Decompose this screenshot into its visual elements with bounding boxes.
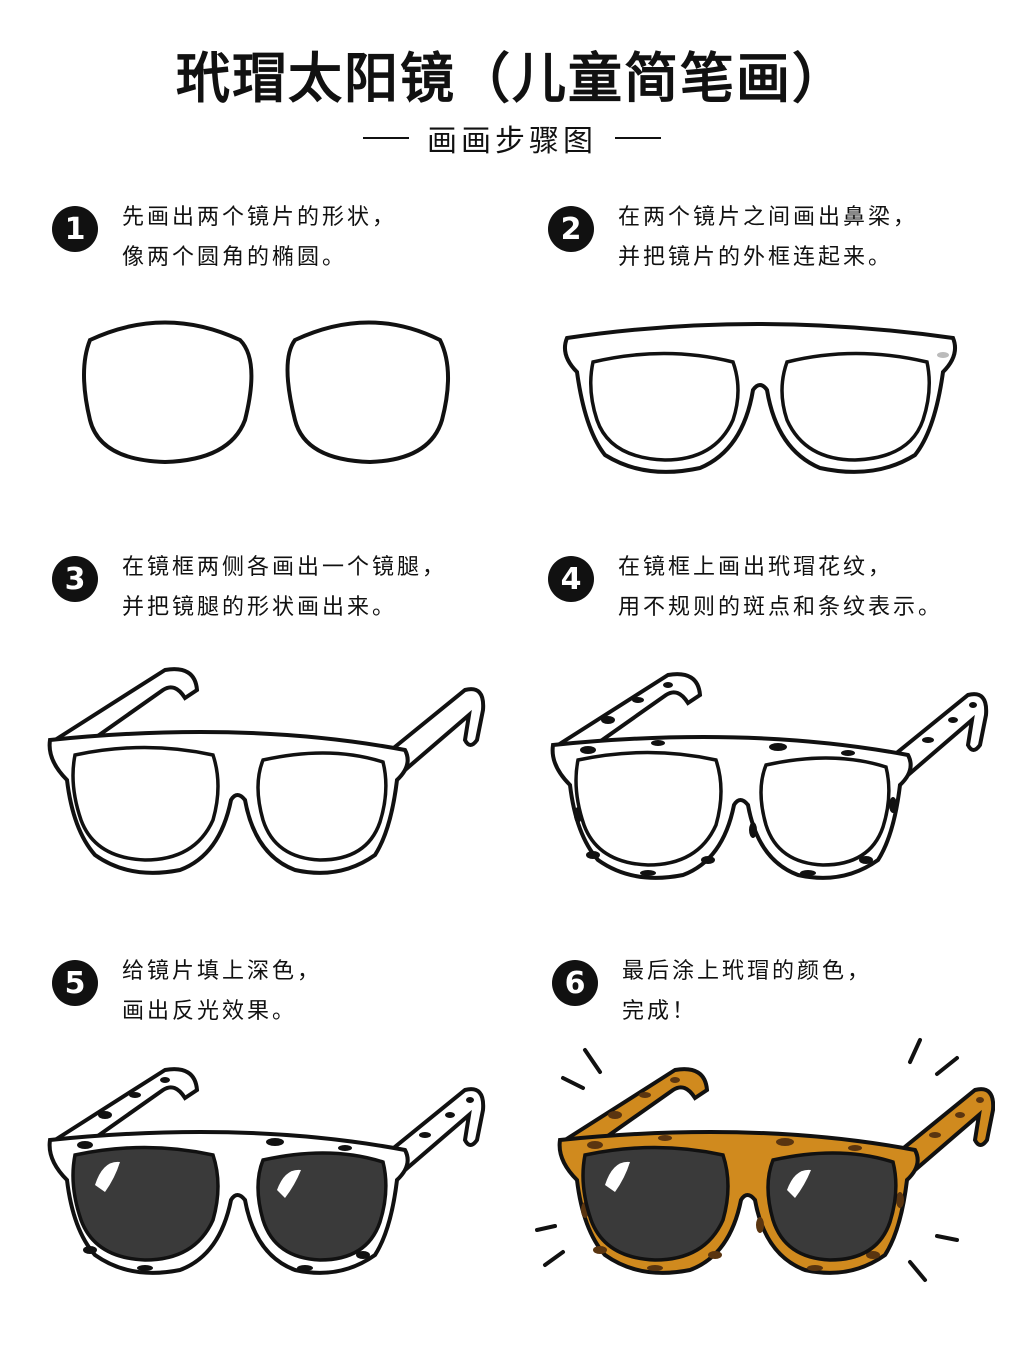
step-instruction: 给镜片填上深色， 画出反光效果。 (122, 952, 322, 1032)
step-line-2: 并把镜片的外框连起来。 (618, 245, 894, 270)
step-line-1: 在两个镜片之间画出鼻梁， (618, 205, 919, 230)
right-dark-lens (256, 1151, 388, 1262)
right-temple (884, 692, 989, 778)
left-temple (49, 1067, 200, 1148)
left-lens-outline (82, 320, 254, 465)
rivet-highlight (937, 352, 949, 358)
step-instruction: 先画出两个镜片的形状， 像两个圆角的椭圆。 (122, 198, 397, 278)
step-number-badge: 6 (552, 960, 598, 1006)
left-lens-glare (95, 1161, 120, 1192)
step-number-badge: 4 (548, 556, 594, 602)
tortoise-spots (77, 1077, 474, 1271)
step-line-2: 画出反光效果。 (122, 999, 298, 1024)
step-line-1: 先画出两个镜片的形状， (122, 205, 398, 230)
right-temple (891, 1087, 995, 1173)
step-1-lenses-drawing (82, 320, 450, 465)
step-5-dark-lens-glasses (47, 1067, 486, 1275)
step-line-2: 像两个圆角的椭圆。 (122, 245, 348, 270)
step-line-2: 并把镜腿的形状画出来。 (122, 595, 398, 620)
step-instruction: 在镜框两侧各画出一个镜腿， 并把镜腿的形状画出来。 (122, 548, 447, 628)
step-number-badge: 2 (548, 206, 594, 252)
step-3-glasses-with-temples (47, 667, 486, 875)
sparkle-lines (535, 1038, 959, 1282)
right-dark-lens (766, 1151, 898, 1262)
step-line-2: 用不规则的斑点和条纹表示。 (618, 595, 944, 620)
step-4-patterned-glasses (550, 672, 989, 880)
page-title: 玳瑁太阳镜（儿童简笔画） (176, 47, 848, 110)
step-line-2: 完成！ (622, 999, 698, 1024)
step-instruction: 在镜框上画出玳瑁花纹， 用不规则的斑点和条纹表示。 (618, 548, 943, 628)
left-temple (49, 667, 200, 748)
step-6-finished-tortoise-glasses (535, 1038, 995, 1282)
left-lens-glare (605, 1161, 630, 1192)
tortoise-spots (581, 1077, 984, 1271)
left-lens-opening (589, 351, 740, 462)
left-temple (552, 672, 703, 753)
left-temple (559, 1067, 710, 1148)
step-number-badge: 5 (52, 960, 98, 1006)
step-line-1: 在镜框上画出玳瑁花纹， (618, 555, 894, 580)
step-instruction: 最后涂上玳瑁的颜色， 完成！ (622, 952, 872, 1032)
left-dark-lens (581, 1145, 730, 1262)
step-line-1: 给镜片填上深色， (122, 959, 323, 984)
right-temple (381, 1087, 486, 1173)
right-lens-outline (285, 320, 450, 465)
right-lens-opening (256, 751, 388, 862)
step-number-badge: 1 (52, 206, 98, 252)
subtitle-dash-left (363, 137, 409, 139)
left-dark-lens (71, 1145, 220, 1262)
step-2-frame-drawing (563, 322, 957, 474)
right-lens-opening (759, 756, 891, 867)
left-lens-opening (574, 750, 723, 867)
subtitle: 画画步骤图 (427, 124, 597, 159)
subtitle-dash-right (615, 137, 661, 139)
step-number-badge: 3 (52, 556, 98, 602)
right-temple (381, 687, 486, 773)
right-lens-opening (780, 351, 931, 462)
step-line-1: 在镜框两侧各画出一个镜腿， (122, 555, 448, 580)
tortoise-spots (574, 682, 977, 876)
subtitle-row: 画画步骤图 (0, 118, 1024, 159)
step-instruction: 在两个镜片之间画出鼻梁， 并把镜片的外框连起来。 (618, 198, 918, 278)
left-lens-opening (71, 745, 220, 862)
right-lens-glare (787, 1169, 811, 1198)
right-lens-glare (277, 1169, 301, 1198)
step-line-1: 最后涂上玳瑁的颜色， (622, 959, 873, 984)
